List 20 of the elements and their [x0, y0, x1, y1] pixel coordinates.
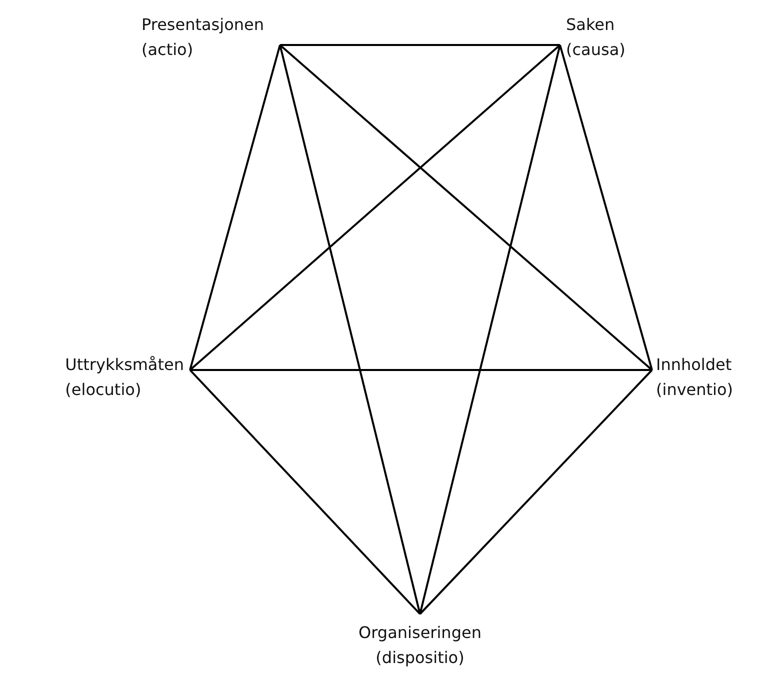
latin-term: (causa) [566, 39, 626, 61]
connecting-line [279, 44, 653, 371]
connecting-line [189, 369, 421, 615]
connecting-line [190, 369, 652, 371]
connecting-line [419, 369, 653, 615]
vertex-label: Innholdet [656, 354, 733, 376]
vertex-label: Uttrykksmåten [65, 354, 184, 376]
vertex-label: Saken [566, 14, 616, 36]
connecting-line [189, 44, 281, 370]
connecting-line [559, 44, 653, 370]
latin-term: (inventio) [656, 379, 734, 401]
latin-term: (dispositio) [374, 647, 466, 669]
latin-term: (actio) [141, 39, 194, 61]
vertex-label: Presentasjonen [141, 14, 264, 36]
latin-term: (elocutio) [65, 379, 142, 401]
vertex-label: Organiseringen [358, 622, 482, 644]
connecting-line [279, 44, 421, 614]
connecting-line [280, 44, 560, 46]
connecting-line [419, 44, 561, 614]
connecting-line [189, 44, 561, 371]
